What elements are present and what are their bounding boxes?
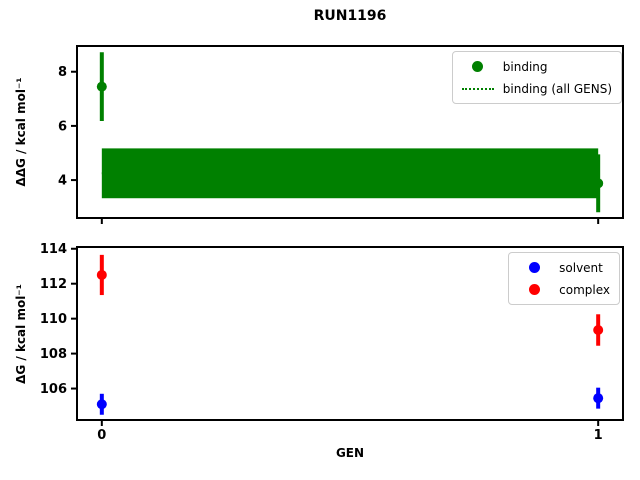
x-tick-label: 0 <box>97 428 106 443</box>
point-binding <box>96 81 107 92</box>
legend-item-binding-all-gens-: binding (all GENS) <box>461 78 612 99</box>
point-solvent <box>593 393 604 404</box>
legend-label: complex <box>559 282 610 297</box>
dot-marker-icon <box>528 262 540 273</box>
chart-title: RUN1196 <box>313 8 387 24</box>
legend-marker <box>518 284 550 295</box>
x-tick-label: 1 <box>594 428 603 443</box>
legend-label: solvent <box>559 260 603 275</box>
top-plot-legend: binding binding (all GENS) <box>451 51 622 104</box>
y-tick-label: 106 <box>40 382 67 397</box>
dot-marker-icon <box>528 284 540 295</box>
legend-item-binding: binding <box>462 56 612 77</box>
y-tick-label: 6 <box>58 119 67 134</box>
bottom-y-axis-label: ΔG / kcal mol⁻¹ <box>14 284 28 384</box>
axes-frame <box>76 45 624 219</box>
legend-marker <box>518 262 550 273</box>
legend-label: binding (all GENS) <box>502 81 612 96</box>
legend-marker <box>462 61 494 72</box>
point-binding <box>593 178 604 189</box>
legend-marker <box>461 87 494 90</box>
bottom-plot-legend: solvent complex <box>508 252 620 305</box>
dot-marker-icon <box>472 61 484 72</box>
y-tick-label: 112 <box>40 277 67 292</box>
dotted-line-marker-icon <box>461 87 494 90</box>
point-complex <box>593 325 604 336</box>
legend-label: binding <box>502 59 548 74</box>
band-binding-all-gens- <box>101 148 599 199</box>
legend-item-complex: complex <box>518 279 610 300</box>
point-solvent <box>96 399 107 410</box>
y-tick-label: 4 <box>58 174 67 189</box>
legend-item-solvent: solvent <box>518 257 610 278</box>
x-axis-label: GEN <box>335 446 365 460</box>
axes-frame <box>76 246 624 421</box>
point-complex <box>96 269 107 280</box>
top-y-axis-label: ΔΔG / kcal mol⁻¹ <box>14 77 28 187</box>
y-tick-label: 8 <box>58 65 67 80</box>
y-tick-label: 110 <box>40 312 67 327</box>
y-tick-label: 114 <box>40 242 67 257</box>
y-tick-label: 108 <box>40 347 67 362</box>
